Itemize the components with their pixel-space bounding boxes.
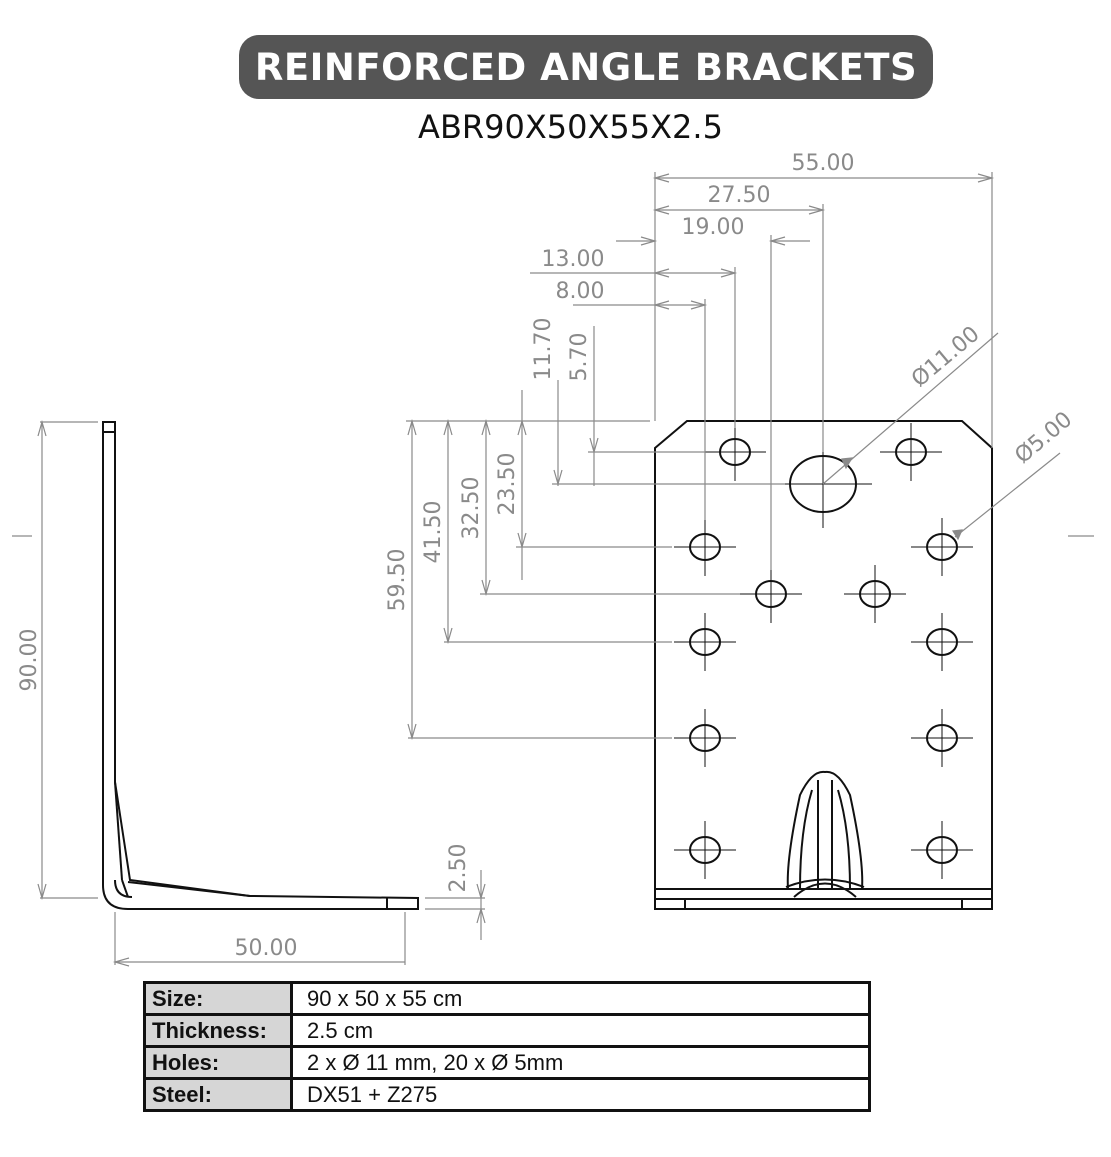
spec-row-steel: Steel: DX51 + Z275	[143, 1077, 871, 1112]
dim-3250-label: 32.50	[459, 477, 484, 540]
spec-label: Holes:	[143, 1045, 293, 1080]
spec-label: Steel:	[143, 1077, 293, 1112]
spec-value: 2.5 cm	[290, 1013, 871, 1048]
dim-13-label: 13.00	[542, 247, 605, 272]
thickness-label: 2.50	[446, 844, 471, 893]
dim-2350-label: 23.50	[495, 453, 520, 516]
hole-small-label: Ø5.00	[1010, 407, 1077, 469]
dim-27-label: 27.50	[708, 183, 771, 208]
holes-layer	[674, 423, 973, 879]
title-text: REINFORCED ANGLE BRACKETS	[254, 45, 918, 89]
side-view	[102, 421, 419, 910]
spec-value: 2 x Ø 11 mm, 20 x Ø 5mm	[290, 1045, 871, 1080]
spec-value: 90 x 50 x 55 cm	[290, 981, 871, 1016]
spec-row-size: Size: 90 x 50 x 55 cm	[143, 981, 871, 1016]
spec-row-thickness: Thickness: 2.5 cm	[143, 1013, 871, 1048]
front-dimension-lines	[406, 172, 1061, 741]
dim-4150-label: 41.50	[421, 501, 446, 564]
side-dimension-lines	[12, 419, 1094, 967]
title-banner: REINFORCED ANGLE BRACKETS	[239, 35, 933, 99]
technical-drawing: 90.00 50.00 2.50	[12, 151, 1094, 967]
spec-label: Thickness:	[143, 1013, 293, 1048]
spec-table: Size: 90 x 50 x 55 cm Thickness: 2.5 cm …	[143, 981, 871, 1112]
dim-570-label: 5.70	[567, 333, 592, 382]
base-length-label: 50.00	[235, 936, 298, 961]
spec-row-holes: Holes: 2 x Ø 11 mm, 20 x Ø 5mm	[143, 1045, 871, 1080]
height-label: 90.00	[17, 629, 42, 692]
width-55-label: 55.00	[792, 151, 855, 176]
hole-large-label: Ø11.00	[907, 322, 985, 393]
dim-5950-label: 59.50	[385, 549, 410, 612]
dim-1170-label: 11.70	[531, 318, 556, 381]
spec-value: DX51 + Z275	[290, 1077, 871, 1112]
spec-label: Size:	[143, 981, 293, 1016]
dim-19-label: 19.00	[682, 215, 745, 240]
model-code: ABR90X50X55X2.5	[418, 108, 723, 146]
dim-8-label: 8.00	[556, 279, 605, 304]
